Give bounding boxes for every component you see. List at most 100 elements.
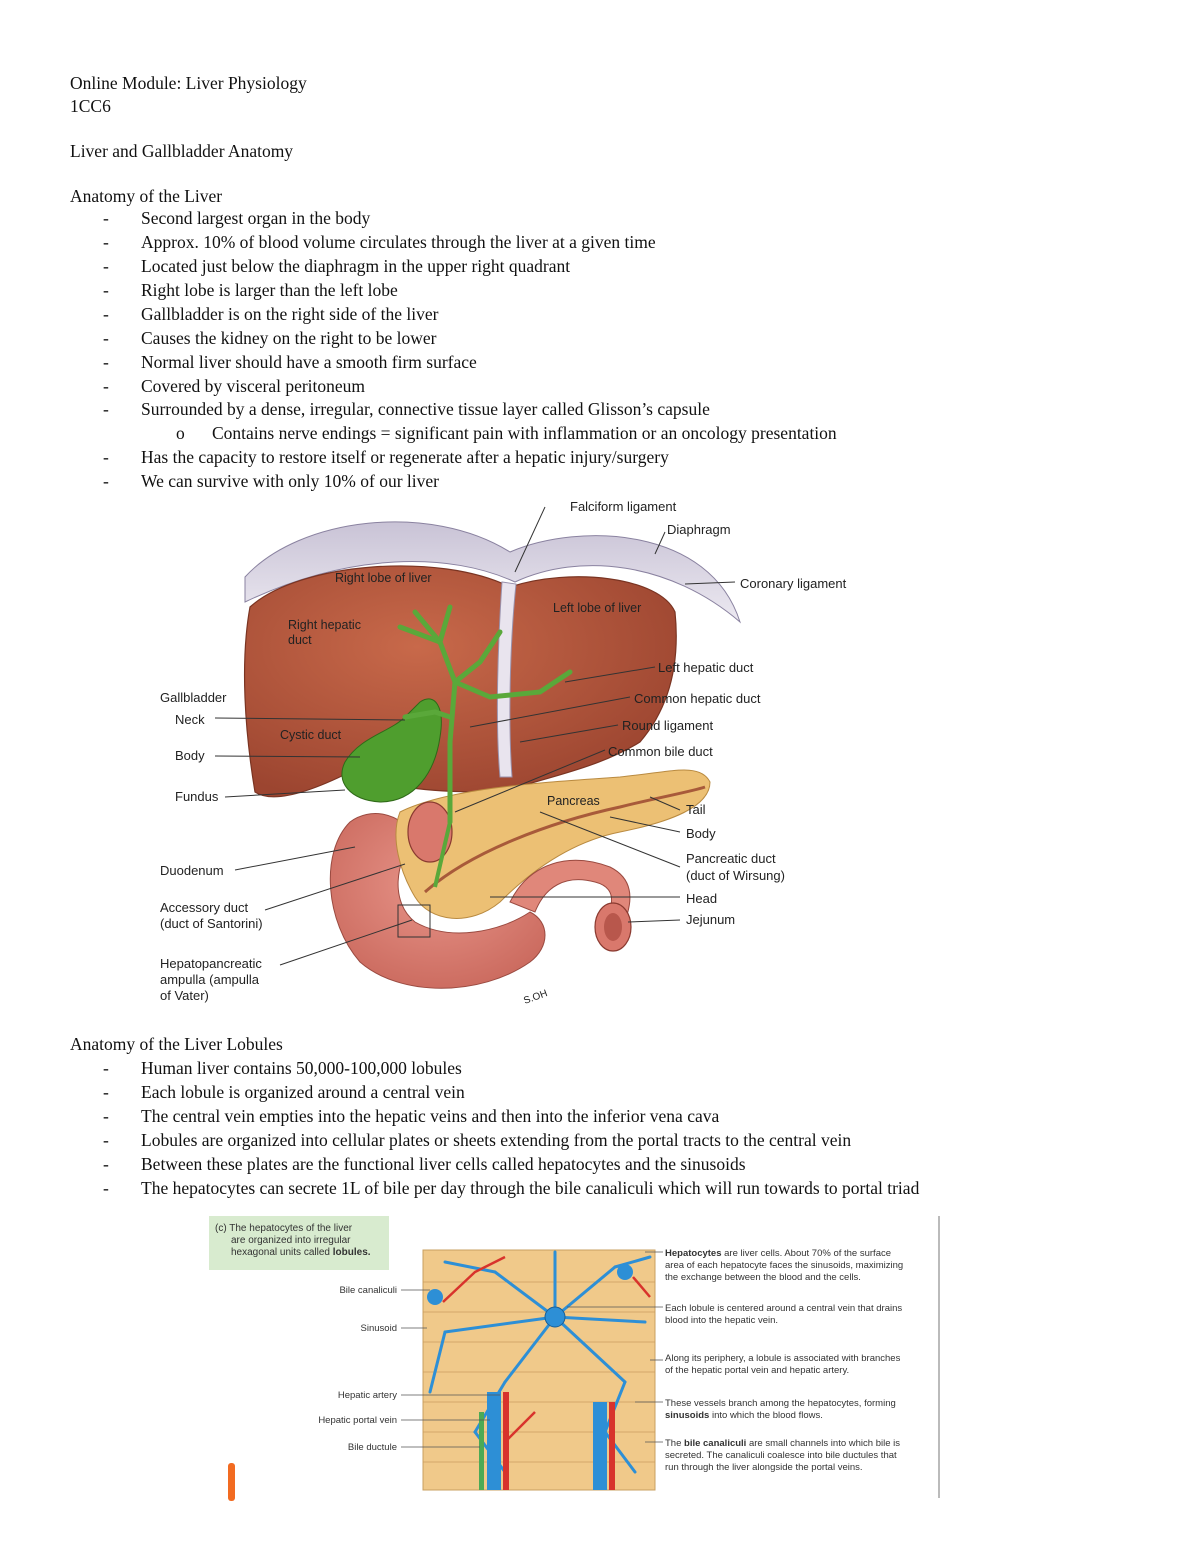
label-ampulla: Hepatopancreatic [160,956,262,971]
note-central-vein-2: blood into the hepatic vein. [665,1315,778,1326]
liver-item: We can survive with only 10% of our live… [141,471,439,491]
label-pancreas-body: Body [686,826,716,841]
note-hepatocytes: Hepatocytes are liver cells. About 70% o… [665,1248,891,1259]
ampulla-box [397,904,431,938]
bullet-dash: - [103,376,109,396]
label-ampulla-2: ampulla (ampulla [160,972,260,987]
label-hepatic-portal-vein: Hepatic portal vein [318,1415,397,1426]
label-cystic: Cystic duct [280,728,342,742]
label-common-hepatic: Common hepatic duct [634,691,761,706]
note-sinusoids: These vessels branch among the hepatocyt… [665,1398,896,1409]
label-accessory: Accessory duct [160,900,249,915]
label-accessory-2: (duct of Santorini) [160,916,263,931]
bullet-dash: - [103,256,109,276]
bullet-dash: - [103,1178,109,1198]
gallbladder-shape [341,698,442,803]
note-central-vein: Each lobule is centered around a central… [665,1303,902,1314]
section-title: Liver and Gallbladder Anatomy [70,141,294,161]
label-bile-ductule: Bile ductule [348,1442,397,1453]
caption-line-3: hexagonal units called lobules. [231,1247,371,1258]
note-periphery: Along its periphery, a lobule is associa… [665,1353,901,1364]
note-hepatocytes-3: the exchange between the blood and the c… [665,1272,861,1283]
central-vein [544,1306,566,1328]
bullet-dash: - [103,304,109,324]
lobule-item: Lobules are organized into cellular plat… [141,1130,852,1150]
label-round-ligament: Round ligament [622,718,713,733]
module-title: Online Module: Liver Physiology [70,73,307,93]
lobule-item: Each lobule is organized around a centra… [141,1082,465,1102]
bullet-dash: - [103,328,109,348]
bullet-dash: - [103,352,109,372]
label-bile-canaliculi: Bile canaliculi [339,1285,397,1296]
lobule-tissue [422,1249,656,1491]
label-body: Body [175,748,205,763]
label-tail: Tail [686,802,706,817]
portal-vein [487,1392,501,1490]
label-neck: Neck [175,712,205,727]
label-head: Head [686,891,717,906]
label-left-lobe: Left lobe of liver [553,601,641,615]
note-hepatocytes-2: area of each hepatocyte faces the sinuso… [665,1260,903,1271]
label-gallbladder: Gallbladder [160,690,227,705]
lobule-item: Human liver contains 50,000-100,000 lobu… [141,1058,462,1078]
pancreatic-duct [424,785,706,894]
lobule-item: The hepatocytes can secrete 1L of bile p… [141,1178,920,1198]
label-pancreatic-duct: Pancreatic duct [686,851,776,866]
liver-item: Causes the kidney on the right to be low… [141,328,437,348]
caption-line-2: are organized into irregular [231,1235,351,1246]
label-right-lobe: Right lobe of liver [335,571,432,585]
bullet-dash: - [103,1058,109,1078]
liver-heading: Anatomy of the Liver [70,186,223,206]
label-fundus: Fundus [175,789,219,804]
label-ampulla-3: of Vater) [160,988,209,1003]
vertical-divider [938,1216,940,1498]
sub-bullet-marker: o [176,423,185,443]
liver-item: Approx. 10% of blood volume circulates t… [141,232,656,252]
note-periphery-2: of the hepatic portal vein and hepatic a… [665,1365,849,1376]
orange-margin-mark [228,1463,235,1501]
lobule-figure: (c) The hepatocytes of the liver are org… [209,1216,940,1498]
bullet-dash: - [103,1106,109,1126]
pancreas-shape [395,769,711,919]
label-pancreatic-duct-2: (duct of Wirsung) [686,868,785,883]
liver-anatomy-figure: Falciform ligament Diaphragm Coronary li… [160,499,847,1007]
diaphragm-shape [244,521,742,624]
liver-item: Surrounded by a dense, irregular, connec… [141,399,710,419]
bullet-dash: - [103,1154,109,1174]
label-hepatic-artery: Hepatic artery [338,1390,397,1401]
lobule-item: Between these plates are the functional … [141,1154,746,1174]
note-bile-canaliculi-2: secreted. The canaliculi coalesce into b… [665,1450,897,1461]
liver-item: Located just below the diaphragm in the … [141,256,571,276]
bullet-dash: - [103,399,109,419]
note-bile-canaliculi-3: run through the liver alongside the port… [665,1462,863,1473]
note-sinusoids-2: sinusoids into which the blood flows. [665,1410,823,1421]
bullet-dash: - [103,208,109,228]
label-sinusoid: Sinusoid [361,1323,397,1334]
note-bile-canaliculi: The bile canaliculi are small channels i… [665,1438,900,1449]
label-left-hepatic: Left hepatic duct [658,660,754,675]
duodenum-opening-shape [407,801,453,863]
liver-item: Gallbladder is on the right side of the … [141,304,439,324]
label-duodenum: Duodenum [160,863,224,878]
lobule-item: The central vein empties into the hepati… [141,1106,720,1126]
label-right-hepatic: Right hepatic [288,618,361,632]
label-falciform: Falciform ligament [570,499,677,514]
label-right-hepatic-2: duct [288,633,312,647]
liver-item: Normal liver should have a smooth firm s… [141,352,477,372]
label-pancreas: Pancreas [547,794,600,808]
label-jejunum: Jejunum [686,912,735,927]
course-code: 1CC6 [70,96,111,116]
label-coronary: Coronary ligament [740,576,847,591]
bullet-dash: - [103,1082,109,1102]
bullet-dash: - [103,447,109,467]
hepatic-artery [503,1392,509,1490]
bullet-dash: - [103,471,109,491]
label-common-bile: Common bile duct [608,744,713,759]
artist-signature: S.OH [522,988,549,1007]
caption-box [209,1216,389,1270]
caption-line-1: (c) The hepatocytes of the liver [215,1223,353,1234]
bullet-dash: - [103,1130,109,1150]
liver-item: Second largest organ in the body [141,208,371,228]
liver-item: Right lobe is larger than the left lobe [141,280,398,300]
